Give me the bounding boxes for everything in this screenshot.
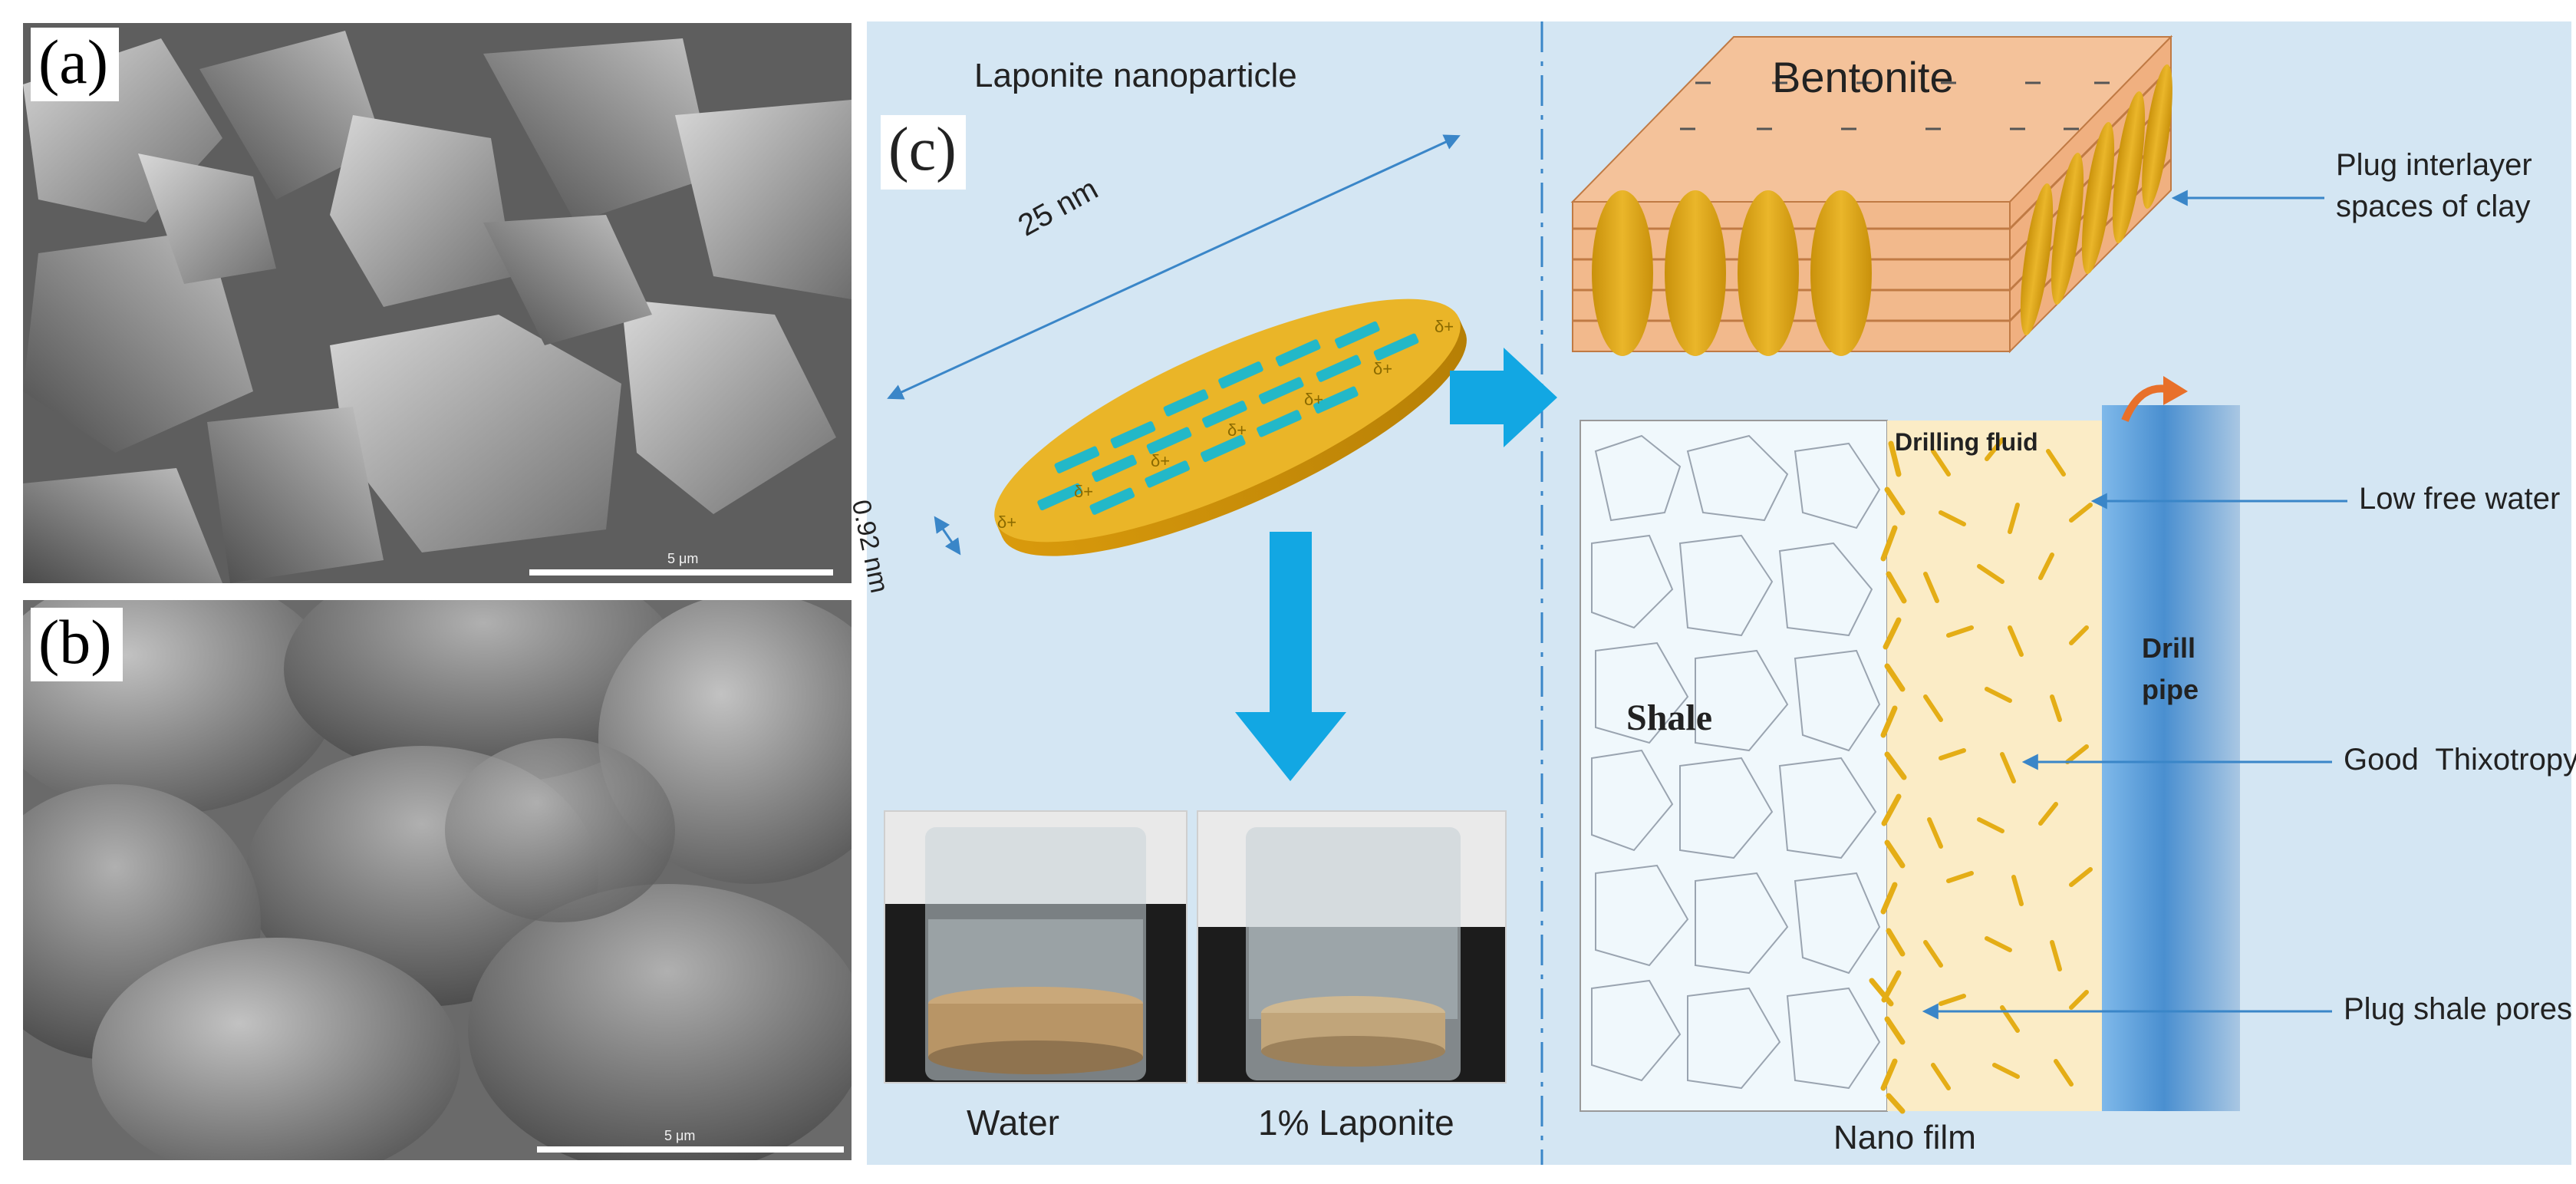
charge-label-4: δ+ — [1227, 421, 1247, 440]
scale-label-a: 5 μm — [667, 551, 699, 566]
sem-image-a: 5 μm — [23, 23, 852, 583]
plug-shale-pores-label: Plug shale pores — [2344, 992, 2572, 1026]
scale-label-b: 5 μm — [664, 1128, 696, 1143]
down-arrow — [1235, 532, 1346, 781]
charge-label-2: δ+ — [1074, 482, 1094, 501]
charge-label-7: δ+ — [1435, 317, 1454, 336]
bentonite-block — [1570, 35, 2173, 356]
drilling-fluid-label: Drilling fluid — [1895, 428, 2038, 456]
wellbore-diagram — [1580, 376, 2240, 1114]
dispersed-particles — [1923, 437, 2093, 1090]
charge-label-3: δ+ — [1151, 451, 1171, 470]
panel-label-a: (a) — [31, 28, 120, 101]
charge-label-5: δ+ — [1304, 390, 1324, 409]
panel-label-b: (b) — [31, 608, 123, 681]
right-arrow — [1450, 348, 1557, 447]
scale-bar-b — [537, 1146, 844, 1153]
bentonite-label: Bentonite — [1772, 53, 1954, 101]
diameter-arrow — [887, 134, 1461, 400]
photo-water — [884, 810, 1188, 1083]
nano-film-particles — [1869, 440, 1907, 1114]
sem-image-b: 5 μm — [23, 600, 852, 1160]
schematic-panel-c: (c) Laponite nanoparticle 25 nm 0.92 nm … — [846, 21, 2576, 1165]
panel-label-c: (c) — [881, 115, 966, 190]
shale-label: Shale — [1626, 698, 1713, 738]
thickness-arrow — [934, 516, 961, 556]
schematic-drawing — [887, 21, 2347, 1165]
good-thixotropy-label: Good Thixotropy — [2344, 743, 2576, 777]
laponite-photo-label: 1% Laponite — [1258, 1103, 1454, 1143]
flow-arrow-head — [2163, 376, 2188, 405]
particle-title: Laponite nanoparticle — [974, 57, 1297, 94]
photo-laponite — [1197, 810, 1507, 1083]
charge-label-1: δ+ — [997, 513, 1017, 532]
shale-grains — [1591, 434, 1881, 1090]
sem-texture-a — [23, 23, 852, 583]
low-free-water-label: Low free water — [2359, 482, 2561, 516]
charge-label-6: δ+ — [1373, 359, 1393, 378]
nano-film-label: Nano film — [1833, 1119, 1976, 1156]
scale-bar-a — [529, 569, 833, 576]
sem-texture-b — [23, 600, 852, 1160]
plug-interlayer-label: Plug interlayer spaces of clay — [2336, 148, 2532, 223]
drill-pipe-label: Drill pipe — [2142, 632, 2199, 705]
water-label: Water — [967, 1103, 1059, 1143]
